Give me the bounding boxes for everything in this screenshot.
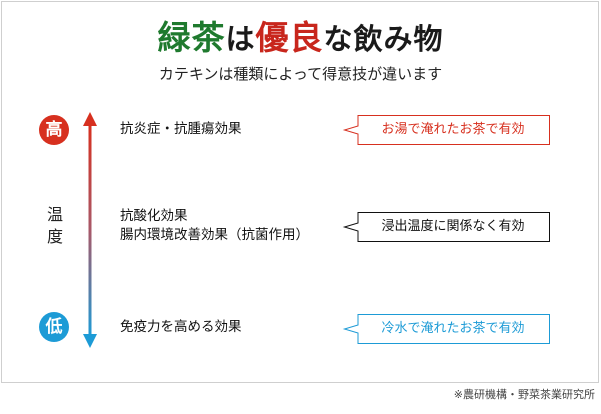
- callout-hot-water-shape: [342, 115, 550, 145]
- title-drink: な飲み物: [323, 22, 444, 56]
- page-title: 緑茶は優良な飲み物: [0, 18, 601, 59]
- low-temperature-badge: 低: [39, 312, 69, 342]
- temperature-axis-arrow: [83, 112, 97, 348]
- title-particle: は: [225, 22, 256, 56]
- effect-mid-antioxidant: 抗酸化効果: [120, 208, 188, 224]
- effect-low: 免疫力を高める効果: [120, 319, 242, 335]
- callout-cold-water-text: 冷水で淹れたお茶で有効: [381, 321, 525, 336]
- callout-any-temperature-text: 浸出温度に関係なく有効: [381, 219, 525, 234]
- source-footnote: ※農研機構・野菜茶業研究所: [453, 388, 595, 401]
- title-excellent: 優良: [255, 18, 324, 57]
- effect-mid-gut: 腸内環境改善効果（抗菌作用）: [120, 227, 309, 243]
- callout-any-temperature-shape: [342, 212, 550, 242]
- temperature-label-char-1: 温: [46, 205, 63, 224]
- title-green-tea: 緑茶: [157, 18, 226, 57]
- callout-cold-water-shape: [342, 314, 550, 344]
- callout-cold-water: 冷水で淹れたお茶で有効: [342, 314, 550, 344]
- temperature-label-char-2: 度: [46, 227, 63, 246]
- callout-any-temperature: 浸出温度に関係なく有効: [342, 212, 550, 242]
- callout-hot-water-text: お湯で淹れたお茶で有効: [381, 122, 525, 137]
- effect-high: 抗炎症・抗腫瘍効果: [120, 121, 242, 137]
- high-temperature-badge: 高: [39, 115, 69, 145]
- temperature-label: 温 度: [44, 204, 66, 248]
- callout-hot-water: お湯で淹れたお茶で有効: [342, 115, 550, 145]
- page-subtitle: カテキンは種類によって得意技が違います: [158, 65, 443, 83]
